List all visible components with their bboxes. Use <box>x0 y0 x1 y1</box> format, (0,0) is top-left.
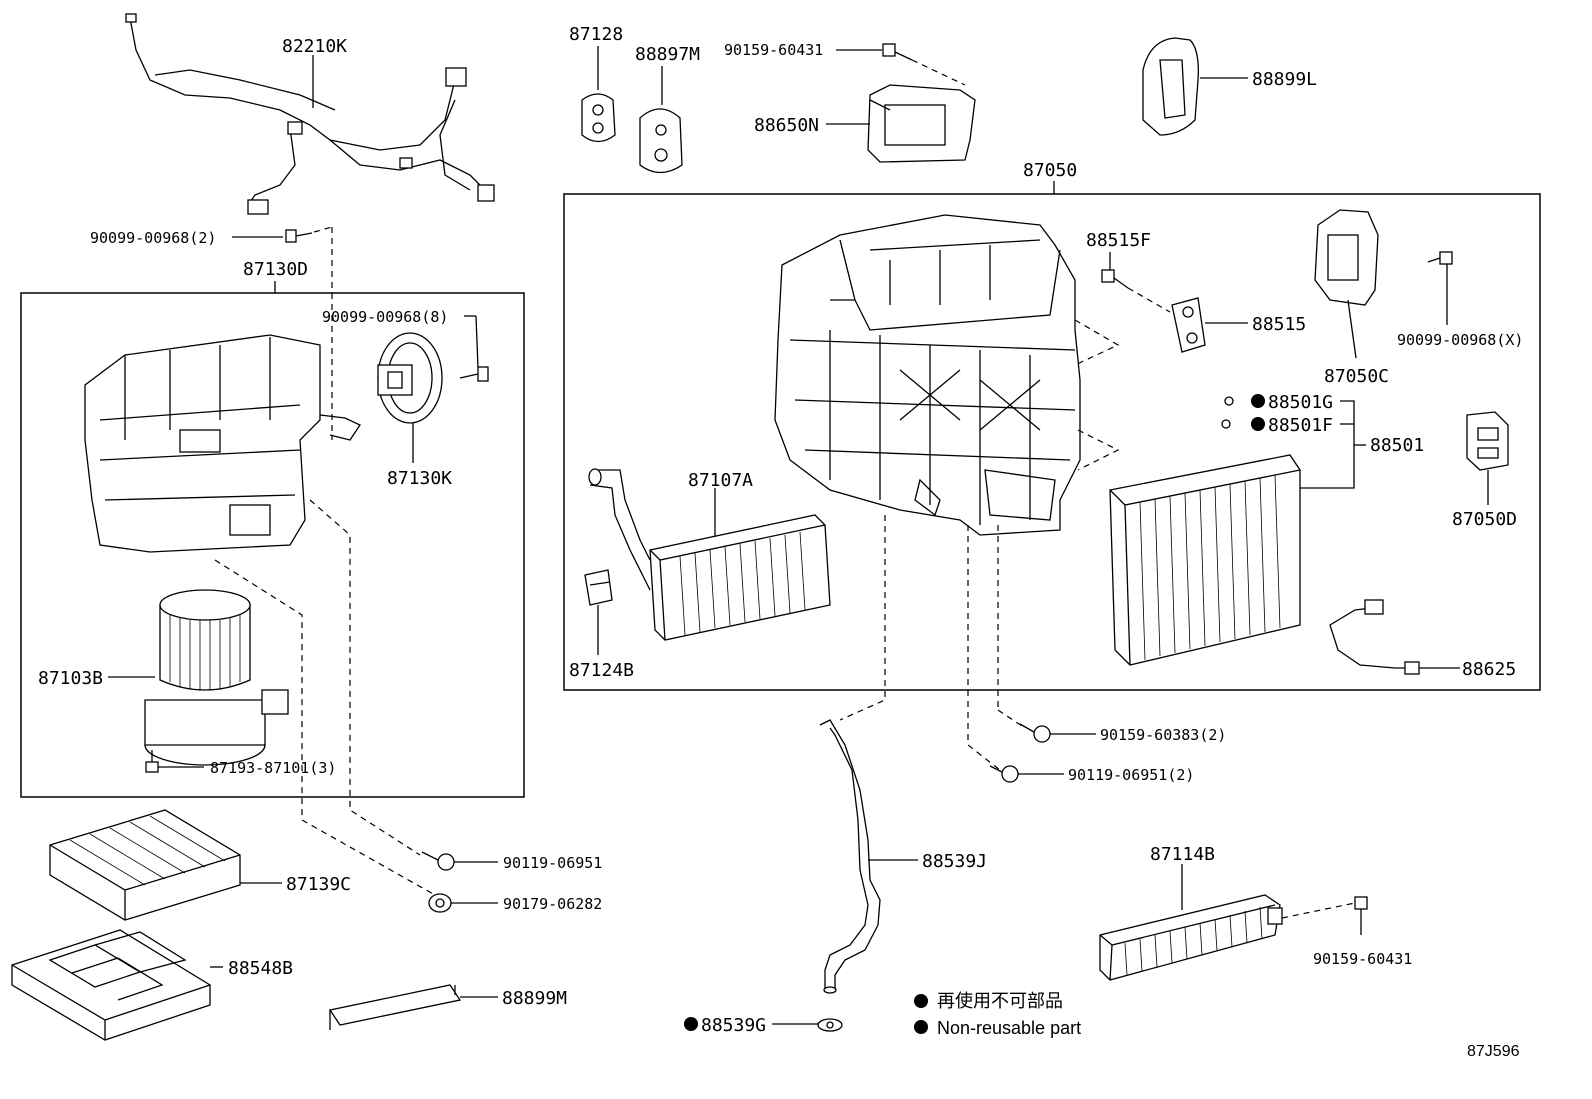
label-87124B: 87124B <box>569 660 634 681</box>
legend-line-1: 再使用不可部品 <box>937 991 1063 1011</box>
label-87128: 87128 <box>569 24 623 45</box>
label-87050: 87050 <box>1023 160 1077 181</box>
sensor-87050D <box>1466 411 1509 471</box>
ptc-heater-87114B <box>1099 894 1283 981</box>
label-90099-00968-8: 90099-00968(8) <box>322 308 448 326</box>
legend-dot-1 <box>914 994 928 1008</box>
label-87103B: 87103B <box>38 668 103 689</box>
clamp-87124B <box>584 569 613 606</box>
label-90179-06282: 90179-06282 <box>503 895 602 913</box>
hvac-unit-case <box>774 214 1081 536</box>
bolt-90099-00968-8 <box>459 366 489 382</box>
bolt-90099-00968-2 <box>285 229 313 243</box>
blower-case <box>84 334 361 553</box>
grommet-87128 <box>581 93 616 143</box>
label-90119-06951: 90119-06951 <box>503 854 602 872</box>
label-87193-87101-3: 87193-87101(3) <box>210 759 336 777</box>
bolt-90159-60431-top <box>882 43 913 61</box>
non-reusable-dot-88539G <box>684 1017 698 1031</box>
legend: 再使用不可部品 Non-reusable part <box>914 991 1081 1038</box>
label-90099-00968-X: 90099-00968(X) <box>1397 331 1523 349</box>
bolt-90099-00968-X <box>1427 251 1453 265</box>
grommet-88539G <box>817 1018 843 1032</box>
label-90159-60431-bottom: 90159-60431 <box>1313 950 1412 968</box>
legend-dot-2 <box>914 1020 928 1034</box>
legend-line-2: Non-reusable part <box>937 1018 1081 1038</box>
grommet-88897M <box>639 108 683 174</box>
servo-motor-87050C <box>1314 209 1379 316</box>
o-ring-88501F <box>1221 419 1231 429</box>
label-90099-00968-2: 90099-00968(2) <box>90 229 216 247</box>
label-88501: 88501 <box>1370 435 1424 456</box>
label-88650N: 88650N <box>754 115 819 136</box>
label-88899M: 88899M <box>502 988 567 1009</box>
label-87050C: 87050C <box>1324 366 1389 387</box>
assembly-box-87050 <box>563 193 1541 691</box>
blower-resistor-87130K <box>377 332 443 424</box>
label-88539J: 88539J <box>922 851 987 872</box>
bolt-90159-60383 <box>1019 723 1051 743</box>
heater-core-87107A <box>588 468 831 641</box>
bolt-90119-06951 <box>421 851 455 871</box>
non-reusable-dot-88501F <box>1251 417 1265 431</box>
filter-tray-88548B <box>11 929 211 1041</box>
label-88501G: 88501G <box>1268 392 1333 413</box>
air-filter-87139C <box>49 809 241 921</box>
diagram-code: 87J596 <box>1467 1043 1520 1060</box>
label-87130D: 87130D <box>243 259 308 280</box>
label-88897M: 88897M <box>635 44 700 65</box>
label-90159-60383-2: 90159-60383(2) <box>1100 726 1226 744</box>
label-87107A: 87107A <box>688 470 753 491</box>
drain-hose-88539J <box>819 719 881 994</box>
expansion-valve-88515 <box>1171 297 1206 353</box>
label-90119-06951-2: 90119-06951(2) <box>1068 766 1194 784</box>
label-82210K: 82210K <box>282 36 347 57</box>
assembly-box-87130D <box>20 292 525 798</box>
knob-88899L <box>1142 37 1199 136</box>
blower-motor-87103B <box>144 589 289 766</box>
nut-90179-06282 <box>428 893 452 913</box>
o-ring-88501G <box>1224 396 1234 406</box>
label-87114B: 87114B <box>1150 844 1215 865</box>
label-87130K: 87130K <box>387 468 452 489</box>
label-88539G: 88539G <box>701 1015 766 1036</box>
label-87139C: 87139C <box>286 874 351 895</box>
bolt-90159-60431-bottom <box>1354 896 1368 935</box>
label-88899L: 88899L <box>1252 69 1317 90</box>
label-88515F: 88515F <box>1086 230 1151 251</box>
label-88548B: 88548B <box>228 958 293 979</box>
bolt-90119-06951-2 <box>989 765 1019 783</box>
thermistor-88625 <box>1329 599 1420 675</box>
label-88501F: 88501F <box>1268 415 1333 436</box>
label-87050D: 87050D <box>1452 509 1517 530</box>
bolt-88515F <box>1101 269 1129 289</box>
wire-harness-82210K <box>125 13 495 215</box>
module-88650N <box>867 84 976 163</box>
non-reusable-dot-88501G <box>1251 394 1265 408</box>
seal-strip-88899M <box>328 984 462 1030</box>
label-88515: 88515 <box>1252 314 1306 335</box>
evaporator-88501 <box>1109 454 1301 666</box>
label-88625: 88625 <box>1462 659 1516 680</box>
label-90159-60431-top: 90159-60431 <box>724 41 823 59</box>
